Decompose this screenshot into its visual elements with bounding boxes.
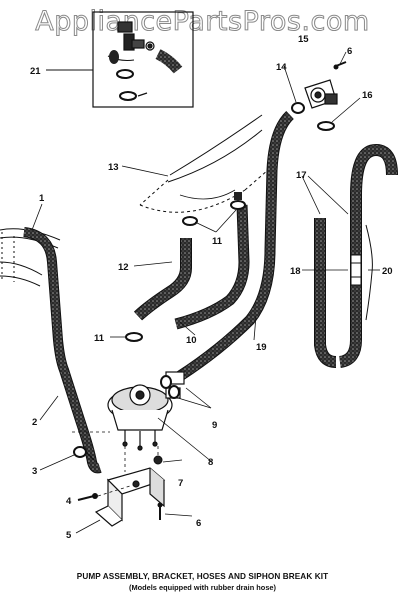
clamp-11-lower — [125, 332, 143, 342]
inset-clamp — [119, 91, 137, 101]
clamp-9 — [160, 375, 180, 399]
callout-21: 21 — [30, 66, 41, 77]
inset-siphon-break-kit: 21 — [30, 11, 194, 108]
callout-19: 19 — [256, 342, 267, 353]
screw-7 — [153, 455, 163, 465]
callout-14: 14 — [276, 62, 287, 73]
watermark: AppliancePartsPros.com — [35, 6, 370, 38]
screw-6-top — [333, 61, 347, 70]
callout-13: 13 — [108, 162, 119, 173]
callout-18: 18 — [290, 266, 301, 277]
screw-6-bottom — [157, 502, 163, 520]
callout-9: 9 — [212, 420, 217, 431]
callout-20: 20 — [382, 266, 393, 277]
callout-12: 12 — [118, 262, 129, 273]
callout-6-bottom: 6 — [196, 518, 201, 529]
callout-6-top: 6 — [347, 46, 352, 57]
caption-subtitle: (Models equipped with rubber drain hose) — [129, 583, 276, 592]
inset-clamp — [109, 50, 119, 64]
callout-3: 3 — [32, 466, 37, 477]
guide-lines — [72, 431, 159, 497]
inset-fitting — [117, 21, 155, 51]
shroud-13 — [139, 114, 269, 213]
callout-7: 7 — [178, 478, 183, 489]
leader-lines — [31, 51, 380, 534]
callout-1: 1 — [39, 193, 45, 204]
clamp-3 — [73, 446, 95, 461]
outlet-fitting-15 — [304, 79, 338, 109]
inset-clamp — [116, 69, 134, 79]
screw-4 — [77, 493, 98, 501]
callout-15: 15 — [298, 34, 309, 45]
callout-17: 17 — [296, 170, 307, 181]
clamp-11-upper — [182, 192, 246, 226]
clamp-16 — [317, 121, 335, 131]
clamp-14 — [291, 102, 305, 114]
callout-4: 4 — [66, 496, 72, 507]
bracket-5 — [94, 467, 166, 527]
connector-18 — [350, 254, 362, 286]
callout-2: 2 — [32, 417, 37, 428]
callout-11-lower: 11 — [94, 333, 105, 344]
callout-5: 5 — [66, 530, 72, 541]
inset-hose — [155, 49, 183, 74]
caption-title: PUMP ASSEMBLY, BRACKET, HOSES AND SIPHON… — [76, 572, 329, 581]
callout-16: 16 — [362, 90, 373, 101]
hose-17-right — [338, 143, 398, 368]
callout-8: 8 — [208, 457, 213, 468]
bracket-20-line — [365, 224, 373, 321]
pump-assembly-8 — [107, 371, 185, 451]
callout-10: 10 — [186, 335, 197, 346]
callout-11-upper: 11 — [212, 236, 223, 247]
